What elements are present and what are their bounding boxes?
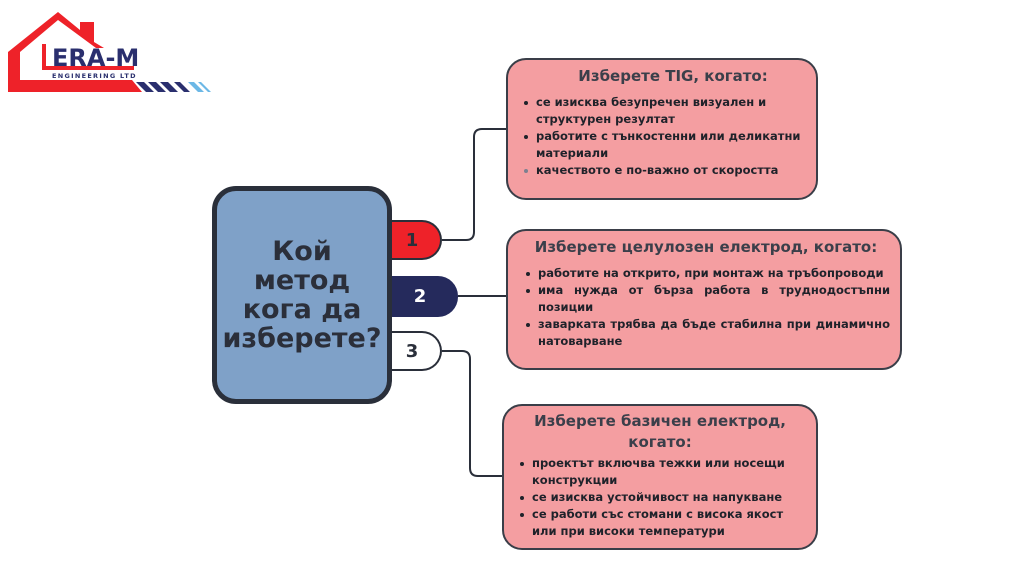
card-title: Изберете базичен електрод, когато:: [534, 412, 786, 451]
list-item: работите на открито, при монтаж на тръбо…: [522, 265, 890, 282]
step-tab-2: 2: [388, 276, 458, 317]
central-question-box: Кой метод кога да изберете?: [212, 186, 392, 404]
list-item: има нужда от бърза работа в труднодостъп…: [522, 282, 890, 316]
house-roof-icon: [8, 12, 211, 92]
list-item: качеството е по-важно от скоростта: [520, 162, 806, 179]
step-number-2: 2: [413, 286, 427, 307]
logo-name: ERA-M: [52, 44, 140, 72]
bullet-list: работите на открито, при монтаж на тръбо…: [522, 265, 890, 350]
card-title: Изберете целулозен електрод, когато:: [534, 238, 878, 256]
list-item: проектът включва тежки или носещи констр…: [516, 455, 804, 489]
connector-1: [442, 128, 508, 241]
logo-subtitle: ENGINEERING LTD: [52, 72, 137, 80]
step-tab-3: 3: [388, 331, 442, 371]
card-tig: Изберете TIG, когато: се изисква безупре…: [506, 58, 818, 200]
list-item: се изисква безупречен визуален и структу…: [520, 94, 806, 128]
bullet-list: проектът включва тежки или носещи констр…: [516, 455, 804, 540]
list-item: се работи със стомани с висока якост или…: [516, 506, 804, 540]
company-logo: ERA-M ENGINEERING LTD: [8, 10, 218, 96]
list-item: заварката трябва да бъде стабилна при ди…: [522, 316, 890, 350]
bullet-list: се изисква безупречен визуален и структу…: [520, 94, 806, 179]
central-question: Кой метод кога да изберете?: [222, 236, 382, 354]
step-tab-1: 1: [388, 220, 442, 260]
card-cellulose-electrode: Изберете целулозен електрод, когато: раб…: [506, 229, 902, 370]
step-number-3: 3: [405, 340, 419, 362]
list-item: работите с тънкостенни или деликатни мат…: [520, 128, 806, 162]
connector-3: [442, 350, 504, 477]
list-item: се изисква устойчивост на напукване: [516, 489, 804, 506]
step-number-1: 1: [405, 229, 419, 251]
card-title: Изберете TIG, когато:: [578, 67, 768, 85]
card-basic-electrode: Изберете базичен електрод, когато: проек…: [502, 404, 818, 550]
